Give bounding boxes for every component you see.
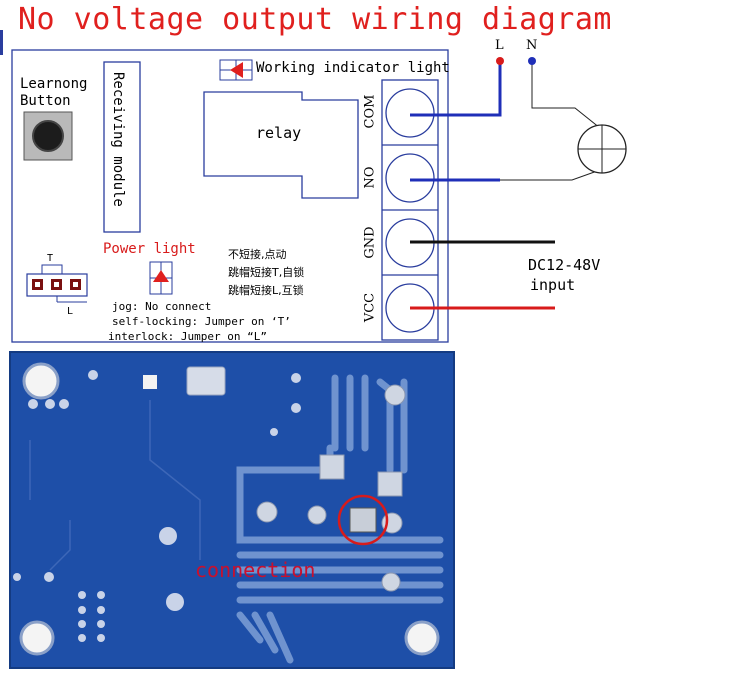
- self-locking-note: self-locking: Jumper on ‘T’: [112, 315, 291, 328]
- receiving-module: [103, 61, 141, 233]
- receiving-module-label: Receiving module: [110, 72, 126, 207]
- terminal-vcc-label: VCC: [362, 292, 378, 323]
- line-l-label: L: [495, 38, 504, 53]
- diagram-title: No voltage output wiring diagram: [18, 2, 612, 37]
- line-n-label: N: [526, 38, 538, 53]
- relay-label: relay: [256, 124, 302, 142]
- terminal-no-label: NO: [362, 166, 378, 189]
- jumper-header: [26, 264, 88, 303]
- wire-n-lamp: [531, 62, 601, 129]
- power-light-icon: [149, 261, 173, 295]
- working-indicator-label: Working indicator light: [256, 60, 450, 76]
- chinese-note-1: 不短接,点动: [228, 248, 287, 261]
- n-terminal-icon: [528, 57, 536, 65]
- jumper-t-label: T: [47, 253, 54, 264]
- jog-note: jog: No connect: [112, 300, 212, 313]
- learning-button-label: Learnong Button: [20, 76, 88, 109]
- terminal-gnd-label: GND: [362, 226, 378, 259]
- terminal-com-label: COM: [362, 94, 378, 129]
- jumper-l-label: L: [67, 306, 74, 317]
- chinese-note-2: 跳帽短接T,自锁: [228, 266, 305, 279]
- board-outline: [11, 49, 449, 343]
- lamp-icon: [577, 124, 627, 174]
- chinese-note-3: 跳帽短接L,互锁: [228, 284, 304, 297]
- l-terminal-icon: [496, 57, 504, 65]
- pcb-photo: [9, 351, 455, 669]
- power-light-label: Power light: [103, 241, 196, 257]
- wire-no-lamp-thin: [500, 169, 601, 181]
- working-indicator-icon: [219, 59, 253, 81]
- connection-highlight: [337, 494, 389, 546]
- connection-label: connection: [195, 558, 316, 582]
- wire-com-l: [410, 62, 502, 117]
- dc-input-label: input: [530, 276, 576, 294]
- interlock-note: interlock: Jumper on “L”: [108, 330, 267, 343]
- dc-input-voltage: DC12-48V: [528, 256, 601, 274]
- terminal-block: [381, 79, 439, 341]
- relay-outline: [203, 91, 359, 199]
